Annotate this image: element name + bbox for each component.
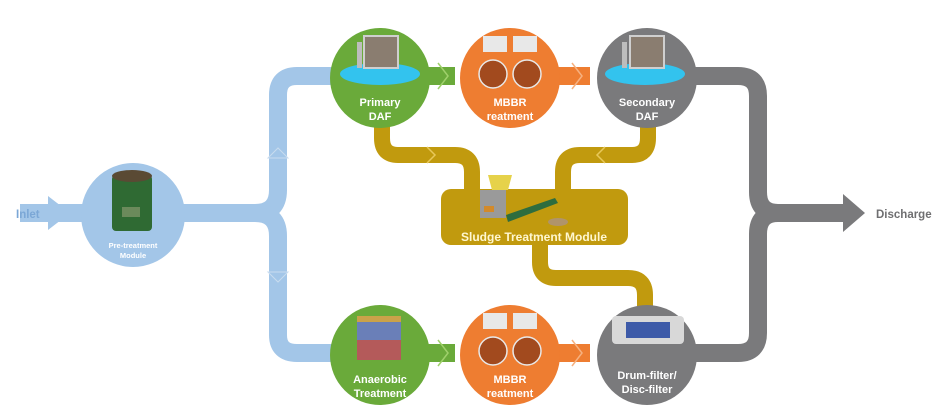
node-mbbr-bottom[interactable]: MBBR reatment [460, 305, 560, 405]
anaerobic-label-1: Anaerobic [353, 374, 407, 386]
drum-filter-icon [612, 316, 684, 344]
node-drum-filter[interactable]: Drum-filter/ Disc-filter [597, 305, 697, 405]
pretreatment-label-2: Module [120, 251, 146, 260]
node-secondary-daf[interactable]: Secondary DAF [597, 28, 697, 128]
sludge-label: Sludge Treatment Module [461, 230, 607, 244]
primary-daf-label-1: Primary [360, 97, 402, 109]
up-arrow-icon [266, 147, 290, 159]
mbbr-media-icon [478, 36, 542, 89]
tank-icon [112, 170, 152, 231]
gray-pipes [680, 67, 848, 362]
mbbr-media-icon [478, 313, 542, 366]
drum-filter-label-1: Drum-filter/ [617, 370, 676, 382]
flow-arrow-icon [437, 62, 449, 90]
secondary-daf-label-2: DAF [636, 111, 659, 123]
daf-unit-icon [605, 35, 685, 85]
pipe-from-secondary-daf [680, 67, 779, 222]
pretreatment-label-1: Pre-treatment [109, 241, 158, 250]
anaerobic-tank-icon [357, 316, 401, 360]
mbbr-bottom-label-2: reatment [487, 388, 534, 400]
node-primary-daf[interactable]: Primary DAF [330, 28, 430, 128]
flow-arrow-icon [571, 62, 583, 90]
down-arrow-icon [266, 271, 290, 283]
pipe-to-anaerobic [254, 204, 350, 362]
flow-arrow-icon [571, 339, 583, 367]
sludge-pipe-primary [374, 110, 480, 200]
shredder-icon [480, 175, 568, 226]
mbbr-top-label-1: MBBR [494, 97, 527, 109]
mbbr-bottom-label-1: MBBR [494, 374, 527, 386]
sludge-arrow-left-icon [426, 146, 437, 164]
node-mbbr-top[interactable]: MBBR reatment [460, 28, 560, 128]
discharge-arrow-icon [843, 194, 865, 232]
blue-pipes [20, 67, 350, 362]
primary-daf-label-2: DAF [369, 111, 392, 123]
sludge-pipe-secondary [555, 110, 656, 200]
sludge-pipe-drum [532, 235, 653, 320]
mbbr-top-label-2: reatment [487, 111, 534, 123]
drum-filter-label-2: Disc-filter [622, 384, 673, 396]
daf-unit-icon [340, 35, 420, 85]
pipe-from-drum-filter [680, 204, 779, 362]
inlet-arrow-icon [48, 196, 70, 230]
node-pretreatment[interactable]: Pre-treatment Module [81, 163, 185, 267]
node-anaerobic[interactable]: Anaerobic Treatment [330, 305, 430, 405]
anaerobic-label-2: Treatment [354, 388, 407, 400]
inlet-label: Inlet [16, 209, 40, 221]
sludge-arrow-right-icon [595, 146, 606, 164]
flow-arrow-icon [437, 339, 449, 367]
secondary-daf-label-1: Secondary [619, 97, 676, 109]
sludge-pipes [374, 110, 656, 320]
discharge-label: Discharge [876, 209, 932, 221]
